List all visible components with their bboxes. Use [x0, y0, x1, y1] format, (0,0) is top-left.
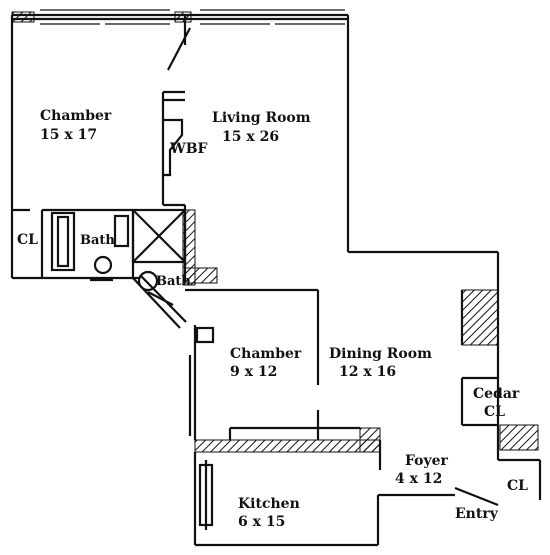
cedar-sub: CL [484, 404, 505, 420]
cedar-name: Cedar [473, 386, 520, 402]
windows [40, 9, 345, 25]
foyer-name: Foyer [405, 453, 449, 469]
dining-room-name: Dining Room [329, 346, 432, 362]
dining-room-size: 12 x 16 [339, 364, 396, 380]
chamber-small-size: 9 x 12 [230, 364, 277, 380]
cl-right-label: CL [507, 478, 528, 494]
hatched-walls [11, 11, 539, 453]
walls [10, 13, 542, 547]
chamber-main-size: 15 x 17 [40, 127, 97, 143]
chamber-small-name: Chamber [230, 346, 302, 362]
bath-main-label: Bath [80, 233, 115, 248]
kitchen-name: Kitchen [238, 496, 300, 512]
bath-small-label: Bath [156, 274, 191, 289]
foyer-size: 4 x 12 [395, 471, 442, 487]
wbf-label: WBF [169, 141, 208, 157]
entry-label: Entry [455, 506, 499, 522]
living-room-size: 15 x 26 [222, 129, 279, 145]
kitchen-size: 6 x 15 [238, 514, 285, 530]
living-room-name: Living Room [212, 110, 311, 126]
cl-left-label: CL [17, 232, 38, 248]
chamber-main-name: Chamber [40, 108, 112, 124]
